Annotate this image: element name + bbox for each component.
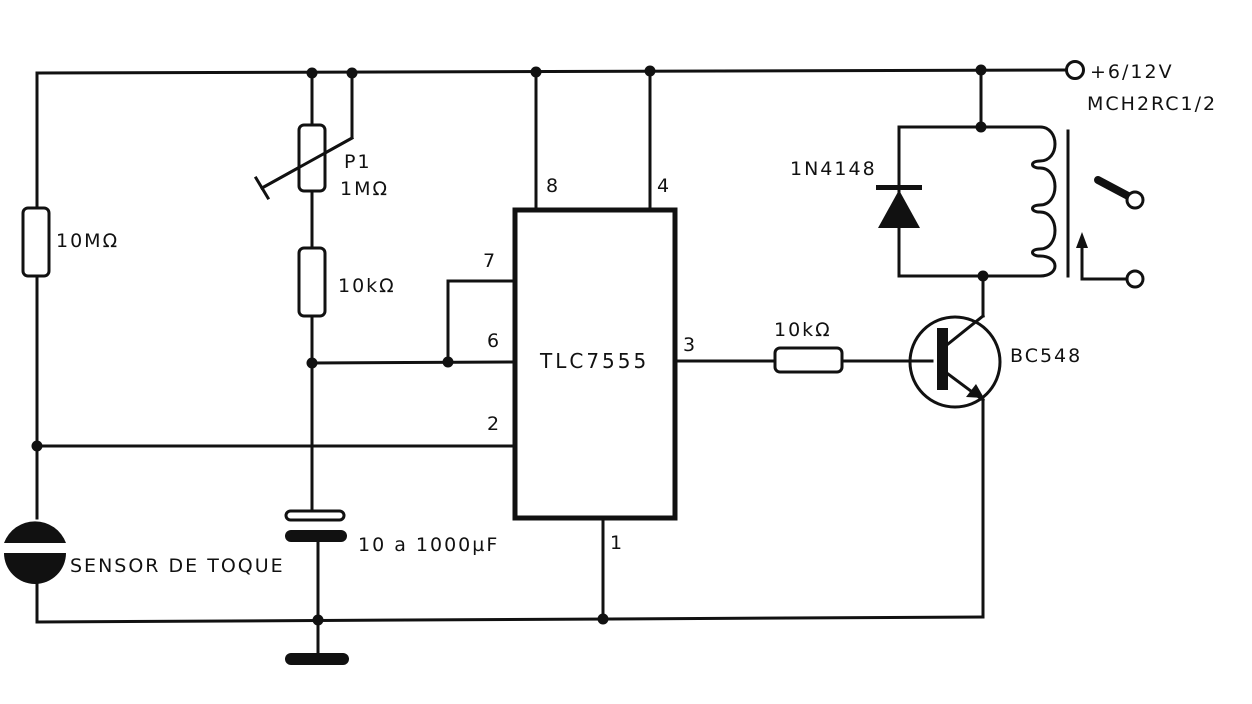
relay-label: MCH2RC1/2 [1087,93,1217,115]
junction-dot [530,66,542,78]
junction-dot [346,67,358,79]
ic-pin-6-label: 6 [487,330,499,352]
ground-icon [285,653,349,665]
capacitor-plate-positive-icon [284,509,346,522]
capacitor-plate-negative-icon [285,530,347,542]
touch-sensor-bottom-plate-icon [4,553,66,584]
potentiometer-value-label: 1MΩ [340,178,389,200]
relay-contact-arm-icon [1094,176,1134,201]
supply-terminal: +6/12V [1065,60,1174,83]
capacitor: 10 a 1000µF [284,509,499,556]
relay-terminal-no-icon [1125,269,1145,289]
junction-dot [31,440,43,452]
junction-dot [312,614,324,626]
diode-cathode-bar-icon [876,185,922,190]
relay-contact-fixed-lead [1080,247,1129,281]
capacitor-label: 10 a 1000µF [358,534,499,556]
ic-body [512,207,678,521]
ground-rail-wire [35,615,985,624]
junction-dot [644,65,656,77]
resistor-10k-base: 10kΩ [773,319,844,374]
wires [35,68,1068,657]
ic-tlc7555: TLC7555 8 4 7 6 2 3 1 [483,175,695,554]
potentiometer-ref-label: P1 [344,151,372,173]
diode-label: 1N4148 [790,158,877,180]
resistor-10m: 10MΩ [21,206,119,278]
transistor-emitter-arrow-icon [966,384,984,398]
junction-dot [977,270,989,282]
resistor-10k-base-label: 10kΩ [774,319,832,341]
diode-triangle-icon [878,190,920,228]
relay-actuator-arrow-icon [1076,232,1088,248]
supply-rail-wire [35,68,1068,75]
transistor-bc548: BC548 [908,313,1082,409]
ic-pin-8-label: 8 [546,175,558,197]
threshold-wire [310,360,517,365]
potentiometer-arrow-icon [259,135,355,191]
junction-dot [975,64,987,76]
transistor-label: BC548 [1010,345,1082,367]
resistor-10k-timing: 10kΩ [297,246,396,318]
touch-sensor: SENSOR DE TOQUE [4,512,285,584]
ic-pin-2-label: 2 [487,413,499,435]
junction-dot [597,613,609,625]
potentiometer-p1: P1 1MΩ [253,123,389,201]
ic-pin-4-label: 4 [657,175,669,197]
discharge-wire [446,279,517,364]
transistor-collector-lead [945,313,986,347]
ic-pin-7-label: 7 [483,250,495,272]
resistor-10k-base-icon [773,346,844,374]
supply-terminal-icon [1065,60,1085,80]
junctions [31,64,989,626]
relay-mch2rc: MCH2RC1/2 [1031,93,1217,289]
touch-sensor-top-plate-icon [4,521,66,543]
resistor-10k-timing-label: 10kΩ [338,275,396,297]
potentiometer-icon [297,123,327,193]
transistor-body-icon [908,315,1002,409]
junction-dot [975,121,987,133]
relay-terminal-nc-icon [1125,190,1145,210]
ic-pin-1-label: 1 [610,532,622,554]
ic-pin-3-label: 3 [683,334,695,356]
resistor-10k-timing-icon [297,246,327,318]
transistor-base-bar-icon [937,328,948,390]
potentiometer-tbar-icon [253,175,271,201]
junction-dot [306,67,318,79]
junction-dot [306,357,318,369]
resistor-10m-label: 10MΩ [56,230,119,252]
touch-sensor-label: SENSOR DE TOQUE [70,555,285,577]
ic-part-label: TLC7555 [539,349,649,373]
diode-1n4148: 1N4148 [790,158,922,228]
junction-dot [442,356,454,368]
supply-label: +6/12V [1090,61,1174,83]
resistor-10m-icon [21,206,51,278]
relay-coil-icon [1031,125,1057,278]
